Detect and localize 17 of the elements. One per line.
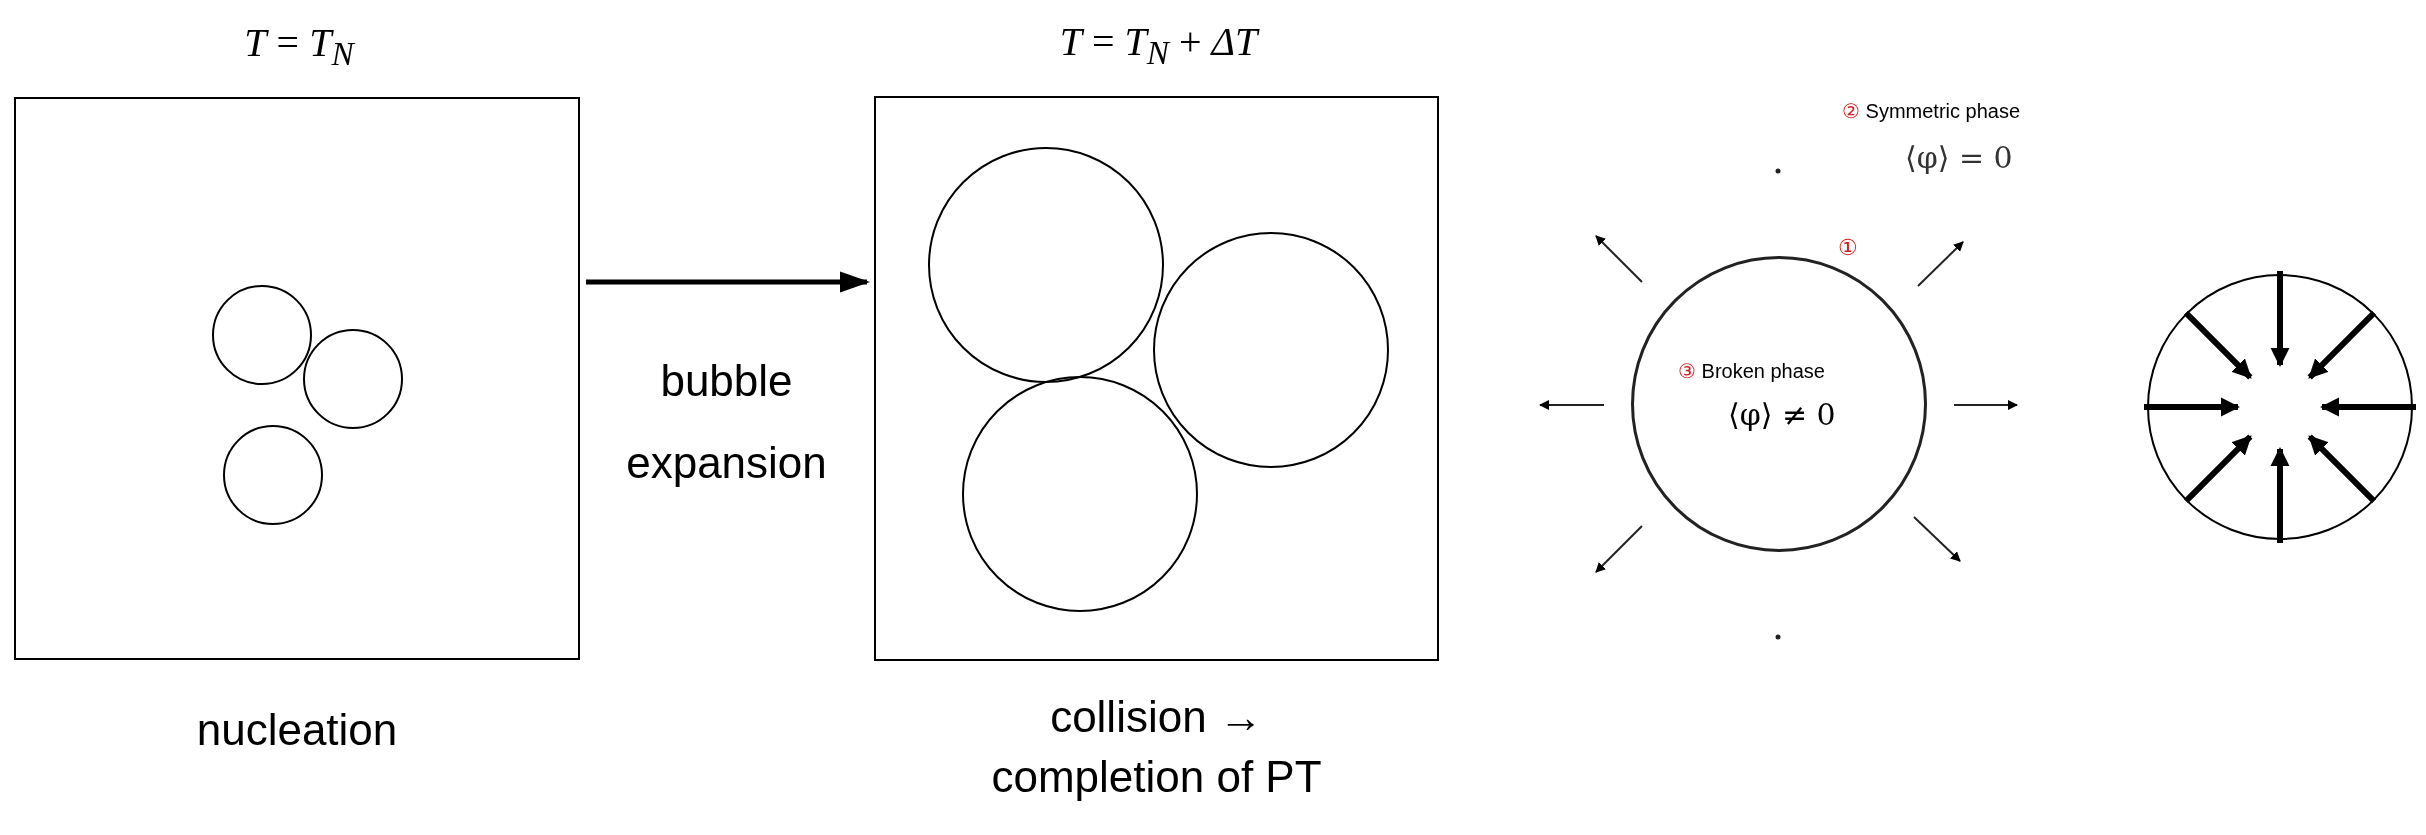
bubble-circle xyxy=(223,425,323,525)
arrow xyxy=(586,271,870,293)
phase-label: ② Symmetric phase xyxy=(1842,99,2021,123)
temperature-label: T = T$_{N}$ xyxy=(243,19,356,73)
temperature-label: T = T$_{N}$ + ΔT xyxy=(1058,18,1261,72)
formula: ⟨φ⟩ = 0 xyxy=(1905,140,2013,175)
bubble-circle xyxy=(928,147,1164,383)
node-label: nucleation xyxy=(195,705,399,755)
node-label: collision → completion of PT xyxy=(990,691,1323,803)
formula: ⟨φ⟩ ≠ 0 xyxy=(1728,397,1836,432)
bubble-circle xyxy=(1631,256,1927,552)
bubble-circle xyxy=(962,376,1198,612)
bubble-circle xyxy=(212,285,312,385)
phase-label: ③ Broken phase xyxy=(1678,359,1825,383)
bubble-circle xyxy=(1153,232,1389,468)
bubble-circle xyxy=(2147,274,2413,540)
bubble-circle xyxy=(303,329,403,429)
